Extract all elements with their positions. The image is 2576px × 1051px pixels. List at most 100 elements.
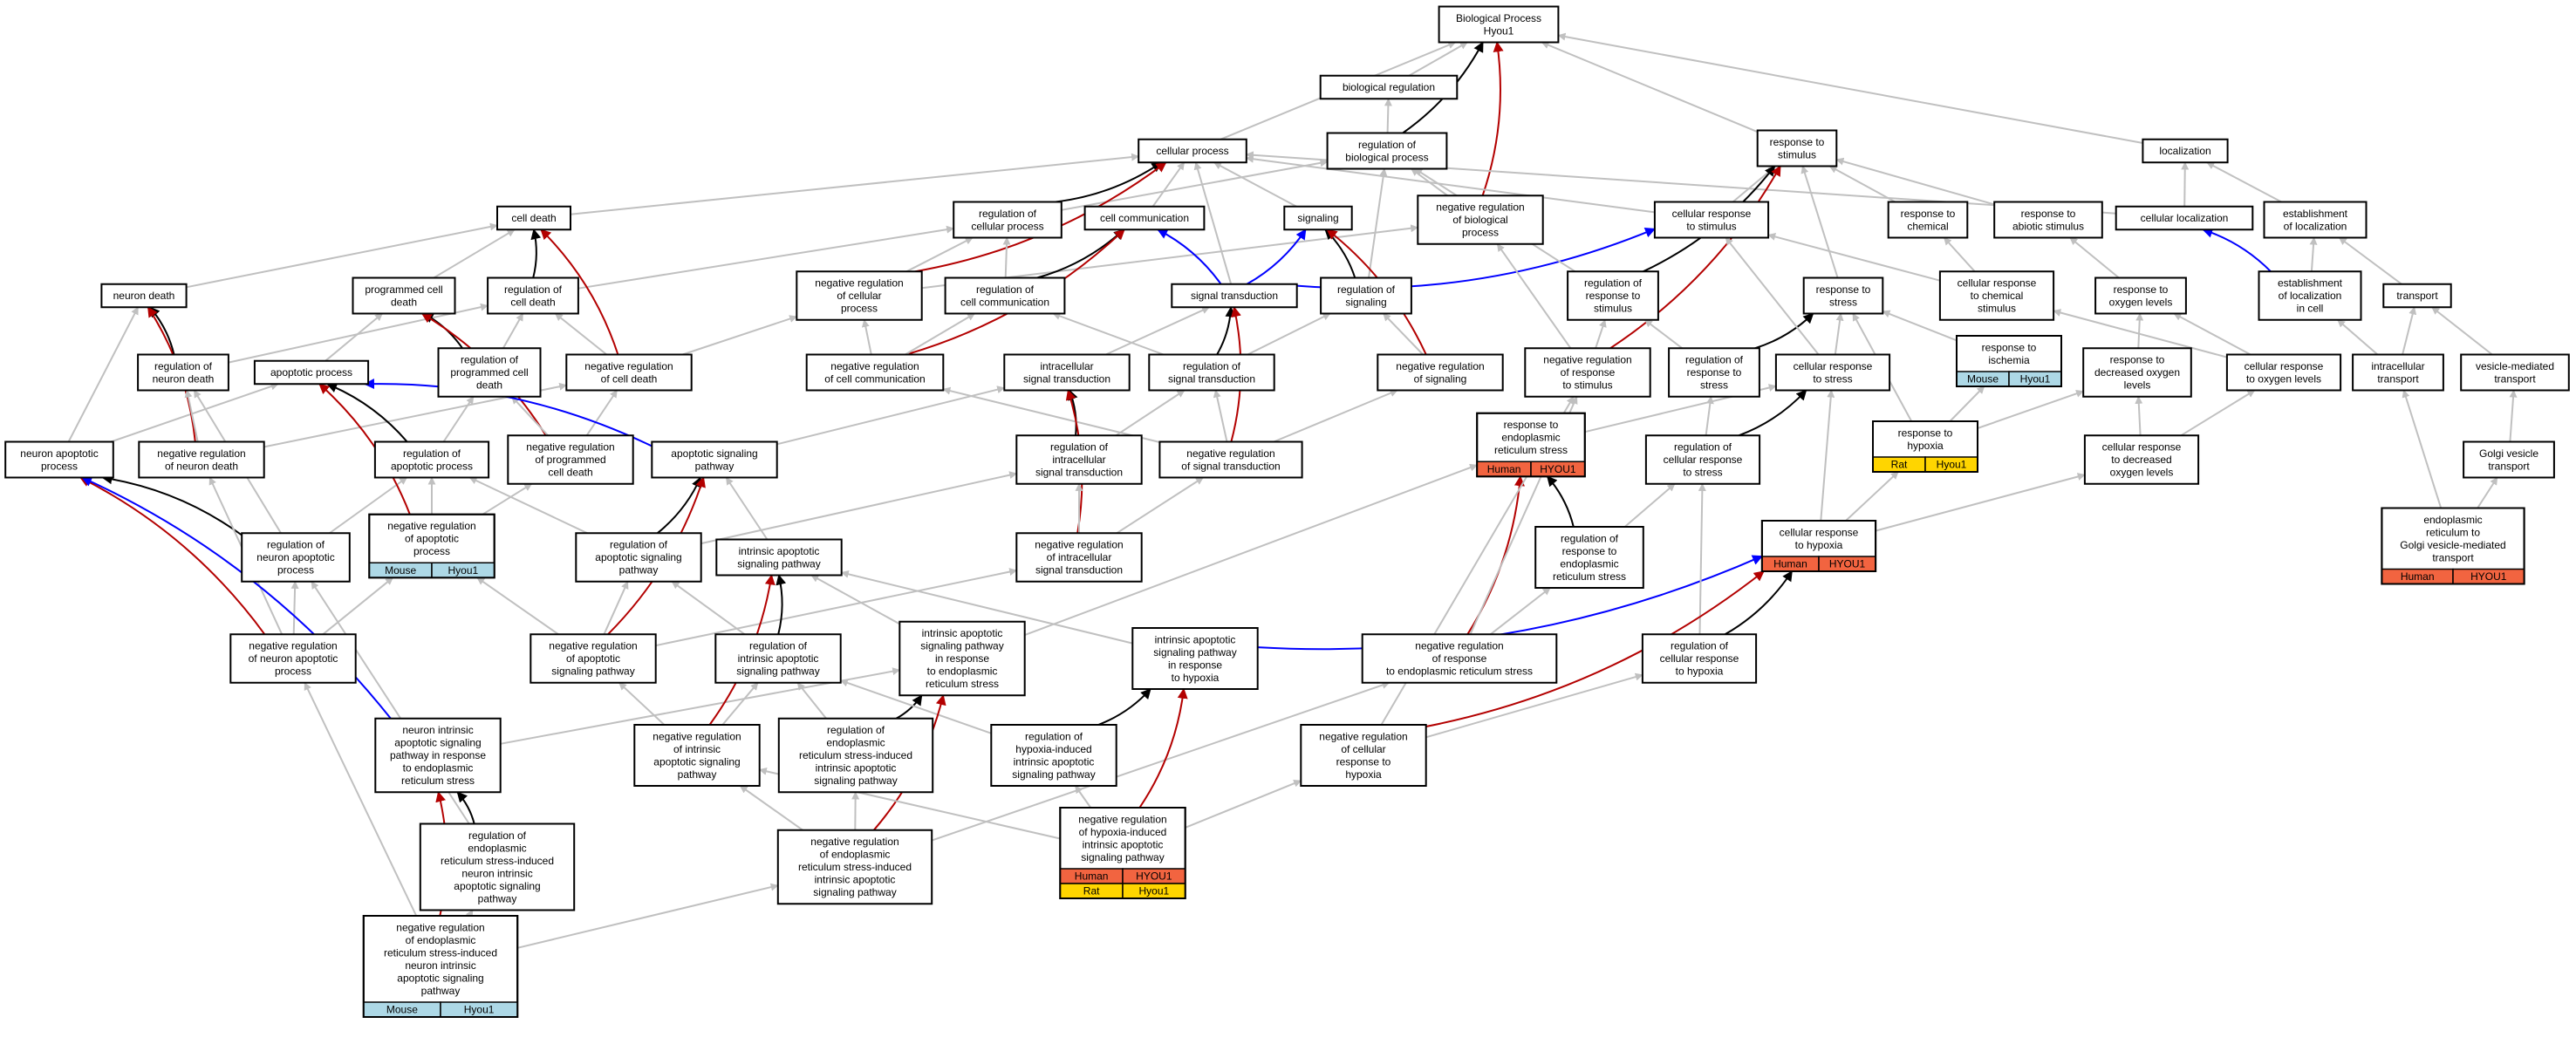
edge-negatively-regulates-nrhiasp-to-iasphyp [1138, 687, 1188, 809]
go-term-node-loc[interactable]: localization [2142, 138, 2229, 164]
node-label-line: apoptotic signaling [671, 447, 757, 460]
node-label-line: neuron intrinsic [461, 867, 532, 879]
go-term-node-cloc[interactable]: cellular localization [2115, 205, 2254, 231]
node-label-line: programmed cell [450, 366, 528, 379]
node-label-line: negative regulation [1415, 640, 1503, 652]
node-label-line: pathway [619, 564, 659, 577]
node-box [137, 353, 229, 392]
node-label-line: negative regulation [396, 921, 484, 933]
node-label-line: response to [2114, 283, 2169, 296]
go-term-node-st[interactable]: signal transduction [1171, 283, 1298, 309]
node-label-line: intracellular [1040, 360, 1093, 372]
node-label-line: intrinsic apoptotic [1083, 838, 1164, 850]
go-term-node-sig[interactable]: signaling [1283, 205, 1353, 231]
go-term-node-ap[interactable]: apoptotic process [253, 359, 370, 386]
node-label-line: of cell death [601, 372, 658, 385]
go-term-node-cp[interactable]: cellular process [1138, 138, 1247, 164]
node-box [1567, 270, 1659, 321]
node-box [1319, 74, 1459, 100]
go-term-node-tr[interactable]: transport [2382, 283, 2452, 309]
node-label-line: negative regulation [1396, 360, 1484, 372]
go-term-node-breg[interactable]: biological regulation [1319, 74, 1459, 100]
go-term-node-cc[interactable]: cell communication [1083, 205, 1206, 231]
node-box [1171, 283, 1298, 309]
gene-label: HYOU1 [1829, 558, 1866, 570]
edge-is-a-rcrthyp-to-rcrtstr [1698, 482, 1706, 635]
go-term-node-cd[interactable]: cell death [496, 205, 571, 231]
node-box [507, 434, 634, 485]
go-term-node-nd[interactable]: neuron death [100, 283, 188, 309]
